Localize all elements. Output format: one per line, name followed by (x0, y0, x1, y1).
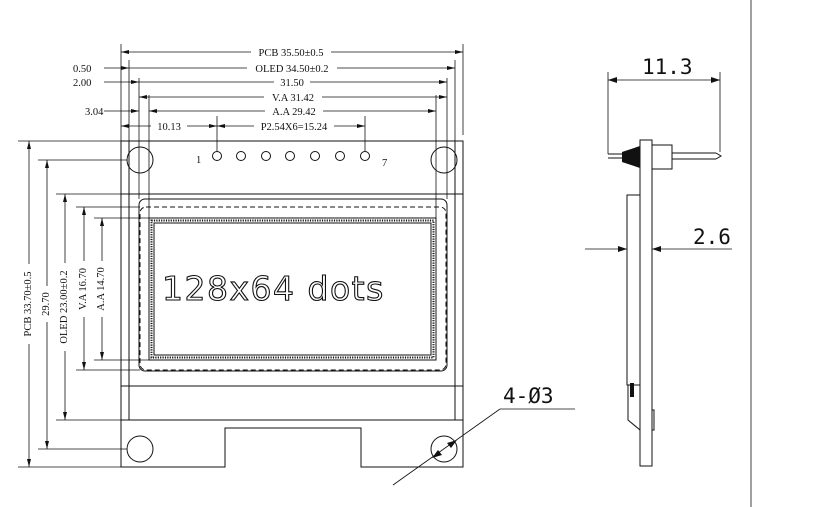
active-area-pixel-border (150, 219, 435, 359)
dim-va-width-mask (264, 91, 322, 103)
pin-5 (310, 151, 320, 161)
hole-leader-arrow-upper (447, 440, 457, 448)
pin-last-label: 7 (382, 158, 387, 169)
dim-aa-height: A.A 14.70 (96, 267, 107, 310)
pin-1 (212, 151, 222, 161)
dim-oled-height: OLED 23.00±0.2 (59, 270, 70, 343)
side-pin-plastic (622, 146, 640, 168)
pin-3 (261, 151, 271, 161)
active-area-outer (148, 217, 437, 361)
dim-aa-width-mask (265, 105, 323, 117)
dim-va-height: V.A 16.70 (78, 268, 89, 310)
side-pcb (639, 139, 653, 467)
pin-2 (236, 151, 246, 161)
side-pin-tip (715, 152, 722, 160)
side-pin-housing (651, 144, 673, 170)
dim-oled-width-mask (247, 62, 337, 74)
active-area-inner (153, 222, 432, 356)
dim-va-width: V.A 31.42 (272, 93, 314, 104)
pin-6 (335, 151, 345, 161)
hole-callout: 4-Ø3 (503, 384, 554, 408)
front-view: 128x64 dots 1 7 PCB 3 (18, 44, 575, 486)
dim-total-depth: 11.3 (642, 55, 693, 79)
pin-7 (360, 151, 370, 161)
pcb-outline (120, 140, 464, 468)
dim-pitch-mask (254, 120, 334, 132)
mounting-hole-bottom-left (126, 435, 154, 463)
dim-offset-050: 0.50 (73, 64, 91, 75)
dim-thick-arrows (618, 246, 661, 252)
dim-oled-width: OLED 34.50±0.2 (255, 64, 328, 75)
dim-aa-width: A.A 29.42 (272, 107, 315, 118)
dim-pcb-height: PCB 33.70±0.5 (23, 272, 34, 337)
pin-header: 1 7 (196, 151, 387, 169)
dim-pin-pitch: P2.54X6=15.24 (261, 122, 328, 133)
mounting-hole-bottom-right (430, 435, 458, 463)
side-bracket (651, 409, 655, 431)
pin-4 (285, 151, 295, 161)
glass-panel (138, 198, 448, 372)
dim-1013-mask (151, 120, 187, 132)
dim-height-2970: 29.70 (41, 292, 52, 316)
dim-pcb-width: PCB 35.50±0.5 (259, 48, 324, 59)
side-flex-fill (630, 383, 634, 397)
dim-offset-304: 3.04 (85, 107, 104, 118)
hole-leader-arrow-lower (432, 450, 442, 458)
dim-offset-1013: 10.13 (157, 122, 181, 133)
mounting-hole-top-right (430, 146, 458, 174)
view-area-outline (139, 206, 447, 371)
resolution-label: 128x64 dots (162, 269, 385, 308)
dim-pcb-width-mask (251, 46, 331, 58)
hole-leader-line (392, 408, 501, 486)
dim-offset-200: 2.00 (73, 78, 91, 89)
side-oled-glass (626, 194, 641, 386)
dim-pcb-thickness: 2.6 (693, 225, 731, 249)
side-view: 11.3 2.6 (585, 55, 732, 467)
dim-width-3150: 31.50 (280, 78, 304, 89)
pin-first-label: 1 (196, 155, 201, 166)
dim-3150-mask (274, 76, 310, 88)
